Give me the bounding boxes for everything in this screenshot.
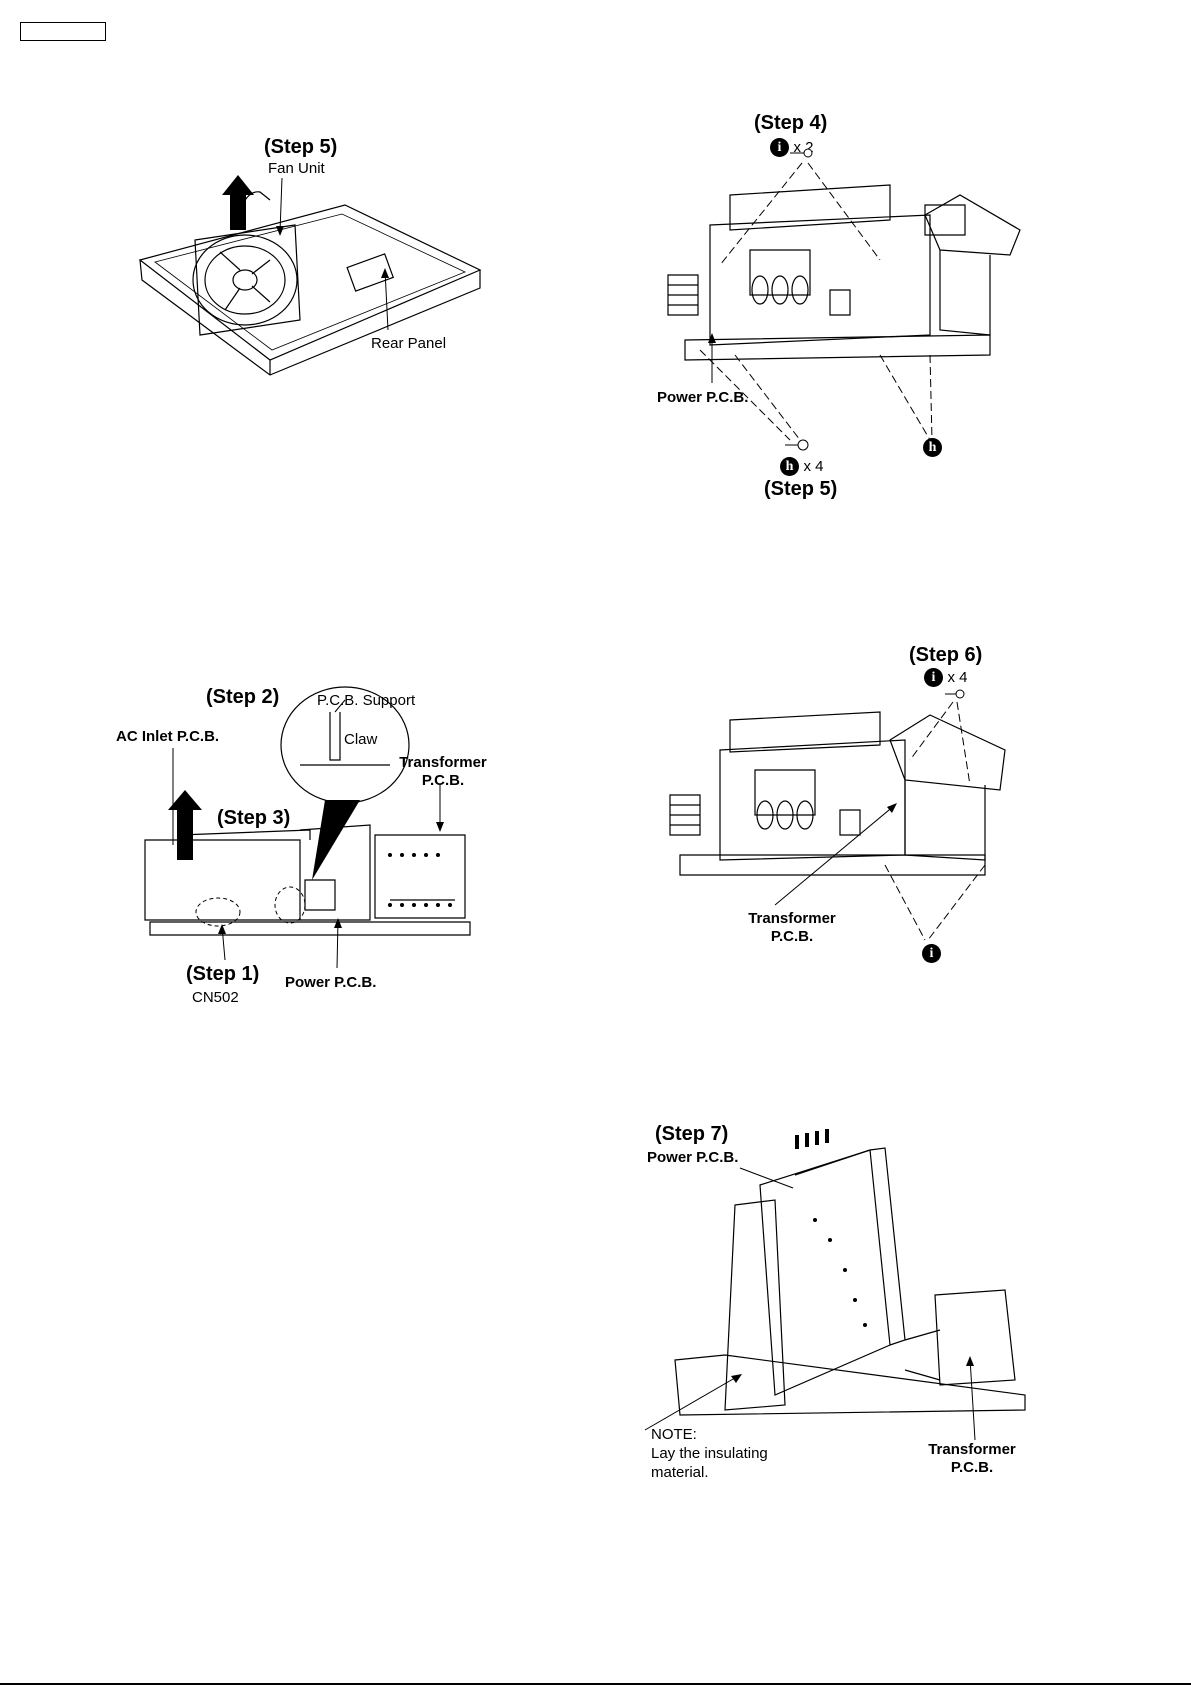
transformer-label-1: Transformer <box>917 1441 1027 1459</box>
power-pcb-label: Power P.C.B. <box>285 974 376 992</box>
step-4-label: (Step 4) <box>754 112 827 135</box>
page-label-box <box>20 22 106 41</box>
callout-i-icon: i <box>922 944 941 963</box>
step-7-drawing <box>665 1130 1030 1425</box>
note-text-line-1: Lay the insulating <box>651 1445 768 1463</box>
screw-h-count: h x 4 <box>780 457 823 476</box>
step-6-label: (Step 6) <box>909 644 982 667</box>
transformer-drawing <box>665 690 1025 940</box>
ac-inlet-drawing <box>140 690 500 970</box>
step-5-label: (Step 5) <box>764 478 837 501</box>
screw-i-icon: i <box>924 668 943 687</box>
screw-i-count: i x 4 <box>924 668 967 687</box>
power-pcb-drawing <box>640 155 1030 455</box>
screw-h-count-text: x 4 <box>803 458 823 475</box>
note-heading: NOTE: <box>651 1426 697 1444</box>
note-text-line-2: material. <box>651 1464 709 1482</box>
transformer-label-2: P.C.B. <box>917 1459 1027 1477</box>
screw-h-icon: h <box>780 457 799 476</box>
fan-unit-drawing <box>130 170 490 380</box>
screw-i-count-text: x 4 <box>947 669 967 686</box>
cn502-label: CN502 <box>192 989 239 1007</box>
callout-i: i <box>922 944 941 963</box>
step-label: (Step 5) <box>264 136 337 159</box>
